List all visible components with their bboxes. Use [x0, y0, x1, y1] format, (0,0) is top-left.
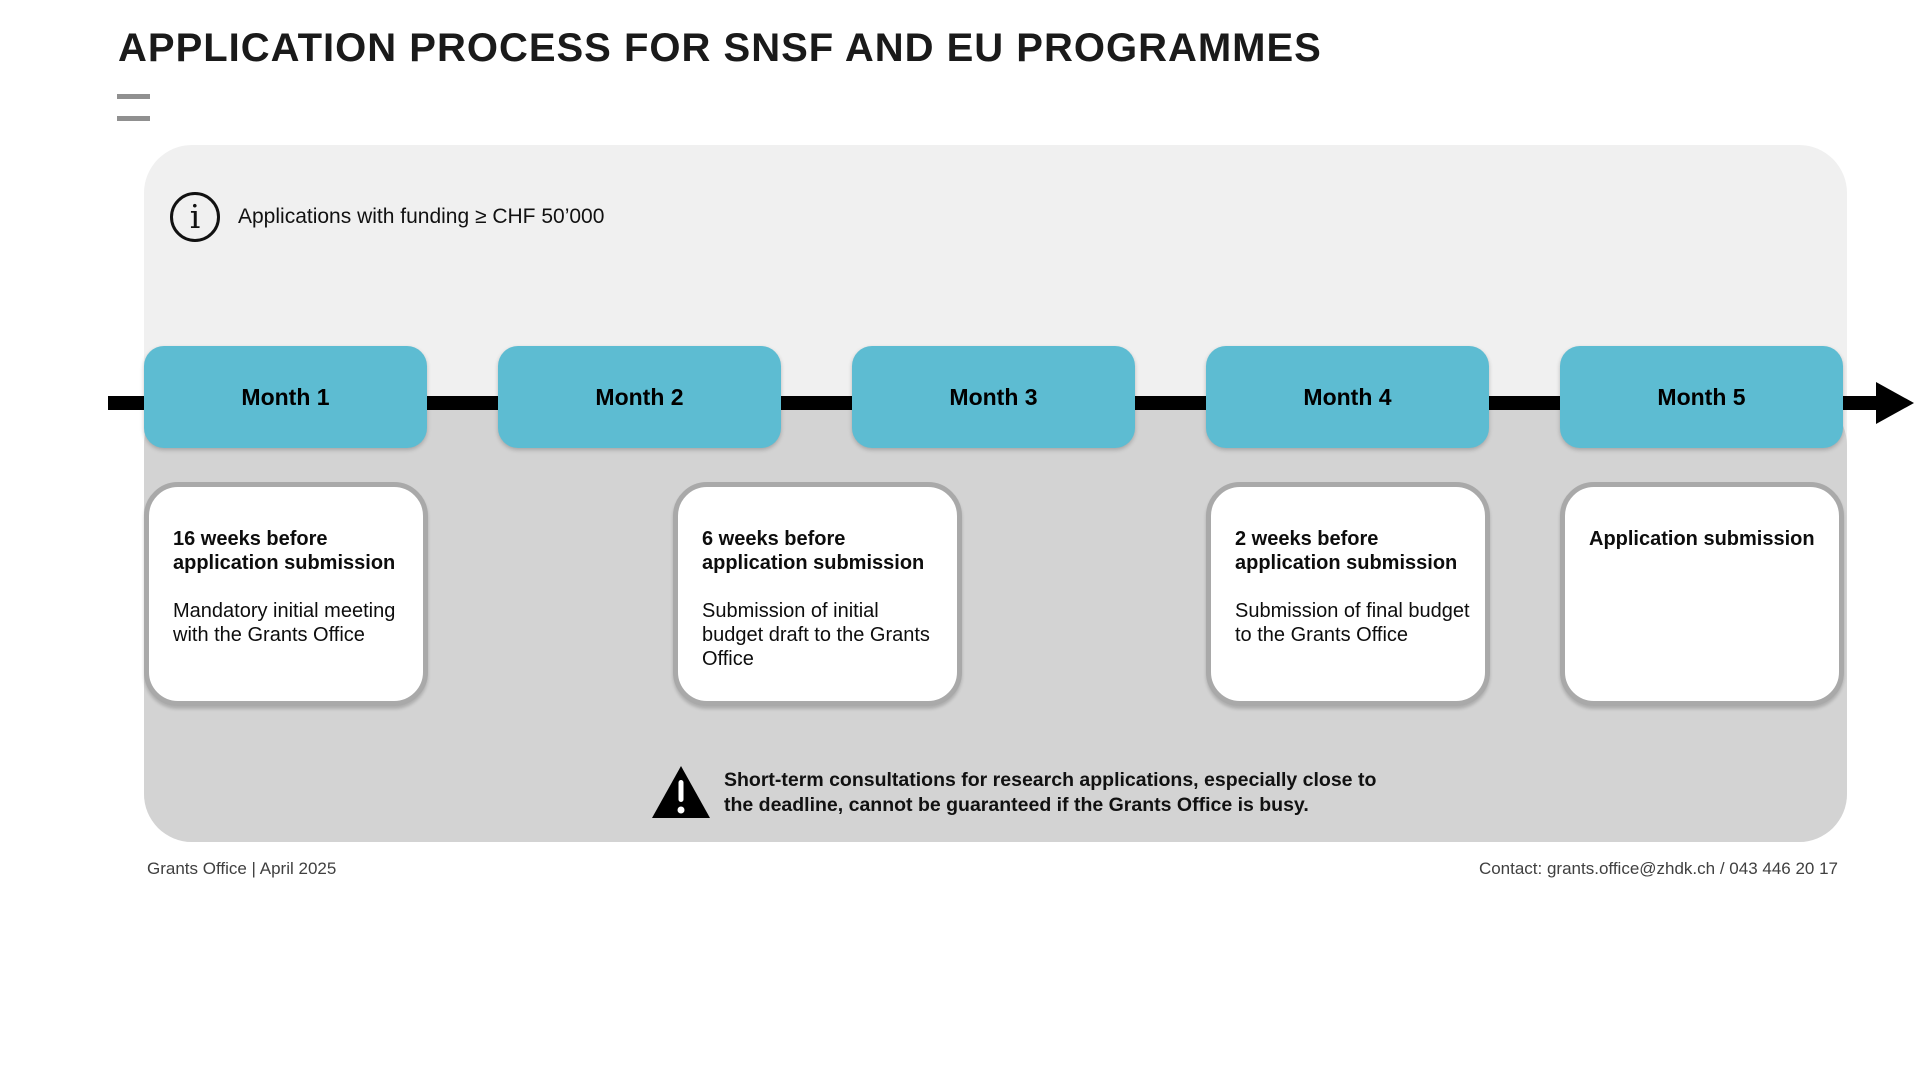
- footer-contact: Contact: grants.office@zhdk.ch / 043 446…: [1478, 859, 1838, 878]
- timeline-month-4: Month 4: [1206, 346, 1489, 448]
- milestone-card-2: 6 weeks before application submission Su…: [673, 482, 962, 706]
- milestone-card-body: Submission of initial budget draft to th…: [702, 600, 930, 670]
- info-icon-glyph: i: [189, 196, 201, 236]
- timeline-month-5: Month 5: [1560, 346, 1843, 448]
- info-note: Applications with funding ≥ CHF 50’000: [238, 205, 605, 228]
- warning-icon: [652, 766, 710, 818]
- title-underline-icon: [117, 94, 150, 121]
- milestone-card-heading: 2 weeks before application submission: [1235, 528, 1458, 574]
- warning-note-line2: the deadline, cannot be guaranteed if th…: [724, 794, 1309, 816]
- footer-source: Grants Office | April 2025: [147, 859, 337, 878]
- timeline-month-3: Month 3: [852, 346, 1135, 448]
- milestone-card-body: Mandatory initial meeting with the Grant…: [173, 600, 396, 646]
- timeline-month-2: Month 2: [498, 346, 781, 448]
- milestone-card-4: Application submission: [1560, 482, 1844, 706]
- milestone-card-heading: Application submission: [1589, 528, 1815, 550]
- milestone-card-heading: 16 weeks before application submission: [173, 528, 396, 574]
- warning-note: Short-term consultations for research ap…: [724, 768, 1376, 818]
- milestone-card-body: Submission of final budget to the Grants…: [1235, 600, 1470, 646]
- timeline-arrow-icon: [1876, 382, 1914, 424]
- info-icon: i: [170, 192, 220, 242]
- warning-note-line1: Short-term consultations for research ap…: [724, 769, 1377, 791]
- timeline-month-1: Month 1: [144, 346, 427, 448]
- page-title: APPLICATION PROCESS FOR SNSF AND EU PROG…: [118, 26, 1322, 70]
- milestone-card-1: 16 weeks before application submission M…: [144, 482, 428, 706]
- milestone-card-3: 2 weeks before application submission Su…: [1206, 482, 1490, 706]
- milestone-card-heading: 6 weeks before application submission: [702, 528, 925, 574]
